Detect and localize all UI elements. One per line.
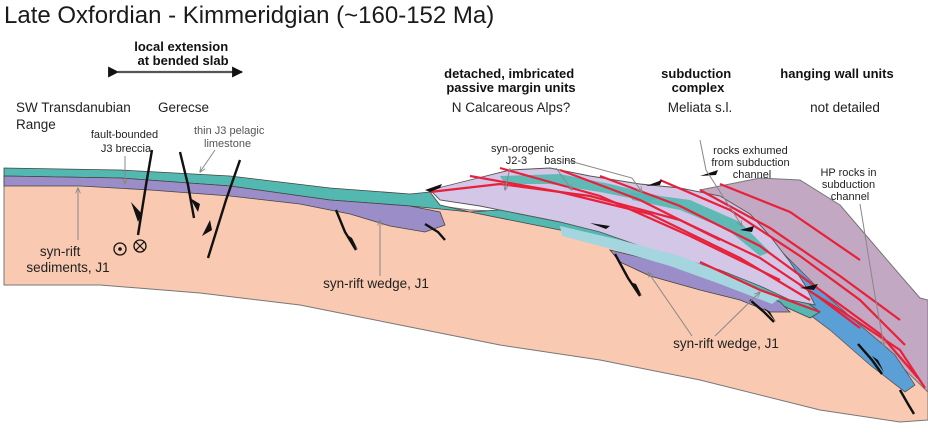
leader-lines <box>78 139 884 346</box>
gerecse-label: Gerecse <box>158 100 209 115</box>
hanging-wall-label: hanging wall units <box>780 66 893 81</box>
not-detailed-label: not detailed <box>810 100 880 115</box>
purple-synrift-layer <box>3 175 446 233</box>
rocks-exhumed-label: rocks exhumed from subduction channel <box>711 145 792 181</box>
thin-j3-limestone-label: thin J3 pelagic limestone <box>194 125 267 150</box>
thrust-faults <box>429 166 926 389</box>
normal-faults <box>136 149 916 415</box>
syn-rift-wedge-label-2: syn-rift wedge, J1 <box>673 336 779 351</box>
sw-transdanubian-label: SW Transdanubian Range <box>16 100 135 132</box>
blue-nappe-strip <box>560 226 780 304</box>
strike-slip-symbols <box>113 239 147 256</box>
meliata-label: Meliata s.l. <box>668 100 733 115</box>
syn-rift-sediments-label: syn-rift sediments, J1 <box>26 244 109 275</box>
syn-rift-wedge-label-1: syn-rift wedge, J1 <box>323 276 429 291</box>
local-extension-label: local extension at bended slab <box>134 39 232 68</box>
hp-rocks-label: HP rocks in subduction channel <box>820 167 879 203</box>
normal-fault-arrows <box>131 198 884 372</box>
syn-orogenic-basins-label: syn-orogenic J2-3 basins <box>491 143 576 167</box>
basement-body <box>3 175 928 423</box>
thrust-arrows <box>425 170 818 290</box>
subduction-complex-label: subduction complex <box>661 66 735 95</box>
detached-units-label: detached, imbricated passive margin unit… <box>444 66 578 95</box>
n-calcareous-alps-label: N Calcareous Alps? <box>452 100 571 115</box>
lavender-nappe-stack <box>429 167 816 306</box>
diagram-title: Late Oxfordian - Kimmeridgian (~160-152 … <box>4 2 494 29</box>
teal-nappe-strip-1 <box>500 174 660 202</box>
fault-bounded-breccia-label: fault-bounded J3 breccia <box>91 129 161 155</box>
